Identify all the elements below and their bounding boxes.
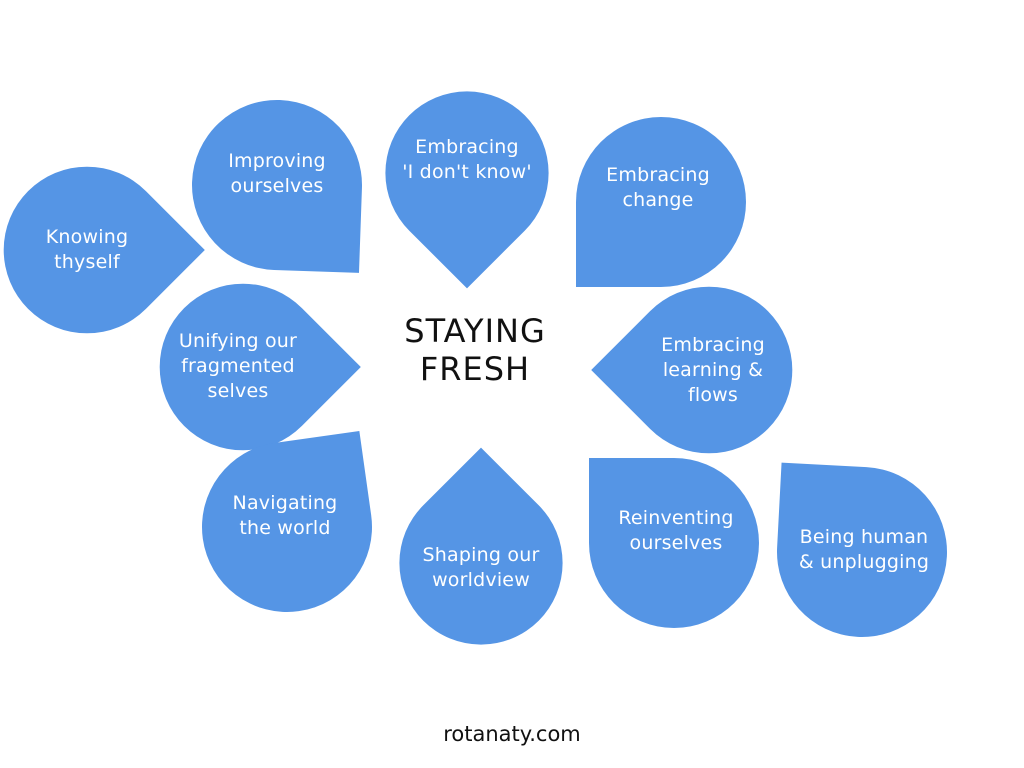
node-embracing-learning: Embracing learning & flows	[591, 252, 827, 488]
node-reinventing-ourselves: Reinventing ourselves	[589, 458, 759, 628]
node-knowing-thyself: Knowing thyself	[0, 132, 205, 368]
node-embracing-i-dont-know: Embracing 'I don't know'	[351, 57, 583, 289]
node-label: Embracing learning & flows	[661, 333, 765, 406]
node-shaping-worldview: Shaping our worldview	[365, 447, 597, 679]
node-unifying-selves: Unifying our fragmented selves	[125, 249, 361, 485]
node-label: Improving ourselves	[228, 150, 326, 197]
center-title-line2: FRESH	[419, 350, 531, 388]
node-label: Unifying our fragmented selves	[178, 329, 298, 402]
node-improving-ourselves: Improving ourselves	[189, 97, 365, 273]
node-label: Embracing 'I don't know'	[402, 136, 532, 183]
node-label: Navigating the world	[232, 492, 338, 539]
node-navigating-world: Navigating the world	[190, 430, 384, 624]
node-label: Reinventing ourselves	[618, 507, 734, 554]
node-being-human: Being human & unplugging	[772, 462, 952, 642]
drop-shape	[589, 458, 759, 628]
center-title-line1: STAYING	[404, 312, 546, 350]
center-title: STAYING FRESH	[370, 312, 580, 388]
footer-site-credit: rotanaty.com	[443, 722, 581, 746]
node-label: Embracing change	[606, 164, 710, 211]
node-label: Knowing thyself	[45, 226, 129, 273]
node-label: Shaping our worldview	[422, 544, 540, 591]
drop-shape	[576, 117, 746, 287]
node-embracing-change: Embracing change	[576, 117, 746, 287]
node-label: Being human & unplugging	[798, 526, 930, 573]
